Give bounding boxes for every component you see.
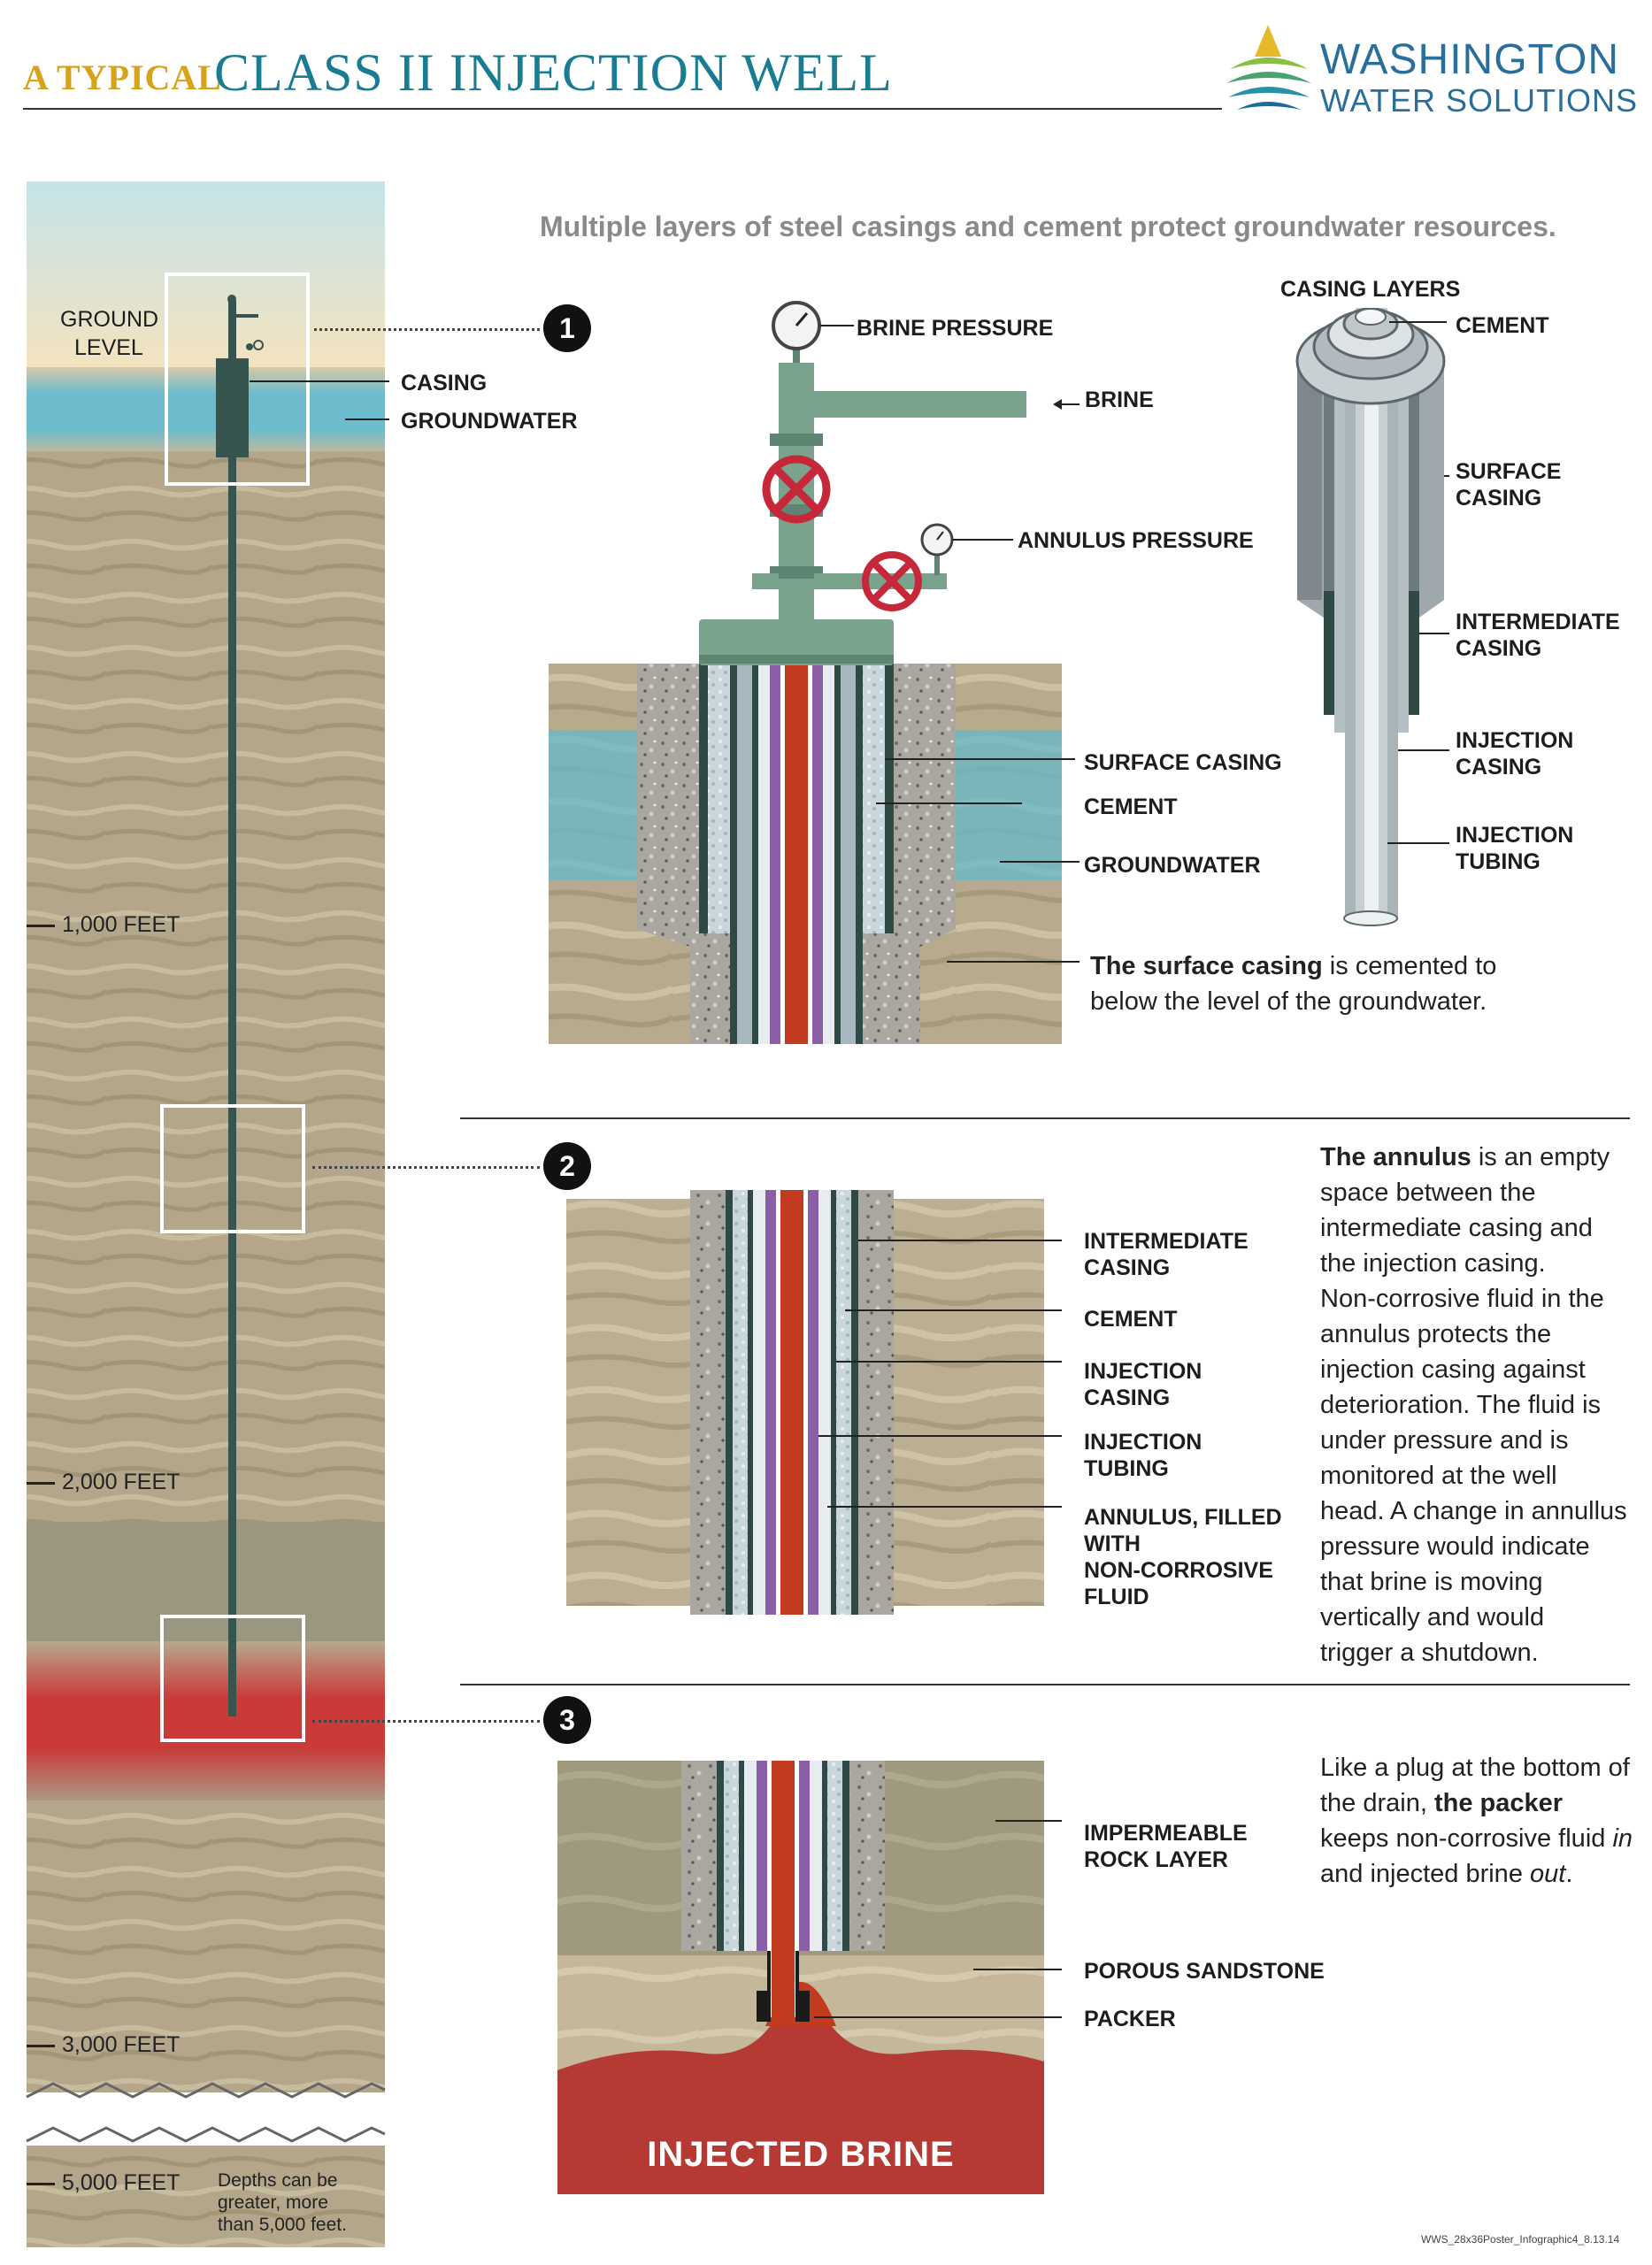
- separator-2: [460, 1684, 1630, 1685]
- layers-cement-label: CEMENT: [1456, 313, 1549, 338]
- cement-label-1: CEMENT: [1084, 795, 1178, 819]
- packer-label: PACKER: [1084, 2007, 1176, 2031]
- section2-diagram: [566, 1190, 1062, 1615]
- surface-casing-note: The surface casing is cemented to below …: [1090, 952, 1497, 1016]
- layers-injection-tubing-label: INJECTION TUBING: [1456, 823, 1574, 874]
- section3-diagram: [557, 1761, 1062, 2194]
- badge-2: 2: [543, 1142, 591, 1190]
- packer-paragraph: Like a plug at the bottom of the drain, …: [1320, 1754, 1633, 1888]
- annulus-valve-icon: [862, 551, 922, 611]
- annulus-pressure-label: ANNULUS PRESSURE: [1018, 528, 1254, 553]
- brine-label: BRINE: [1085, 388, 1154, 412]
- injected-brine-label: INJECTED BRINE: [647, 2135, 955, 2174]
- surface-casing-label: SURFACE CASING: [1084, 750, 1282, 775]
- depth-column: [26, 181, 389, 2247]
- file-name: WWS_28x36Poster_Infographic4_8.13.14: [1421, 2233, 1620, 2246]
- connector-1: [314, 328, 540, 331]
- depth-note: Depths can be greater, more than 5,000 f…: [218, 2170, 347, 2235]
- ground-level-label-1: GROUND: [60, 307, 159, 332]
- badge-1: 1: [543, 304, 591, 352]
- wellhead-diagram: [549, 301, 1080, 1044]
- leader-cement-1: [876, 802, 1022, 804]
- s2-intermediate-label: INTERMEDIATE CASING: [1084, 1229, 1249, 1280]
- leader-groundwater-1: [1000, 861, 1080, 863]
- badge-3: 3: [543, 1696, 591, 1744]
- s2-injection-casing-label: INJECTION CASING: [1084, 1359, 1203, 1410]
- porous-sandstone-label: POROUS SANDSTONE: [1084, 1959, 1325, 1984]
- separator-1: [460, 1117, 1630, 1119]
- logo-wordmark-line2: WATER SOLUTIONS: [1320, 82, 1639, 119]
- casing-label: CASING: [401, 371, 488, 395]
- annulus-paragraph: The annulus is an empty space between th…: [1320, 1143, 1627, 1667]
- layers-injection-casing-label: INJECTION CASING: [1456, 728, 1574, 779]
- s2-annulus-label: ANNULUS, FILLED WITH NON-CORROSIVE FLUID: [1084, 1505, 1282, 1609]
- groundwater-label-1: GROUNDWATER: [1084, 853, 1261, 878]
- logo-icon: [1226, 25, 1311, 110]
- impermeable-label: IMPERMEABLE ROCK LAYER: [1084, 1821, 1248, 1872]
- connector-3: [312, 1720, 540, 1723]
- title-rule: [23, 108, 1222, 110]
- depth-5000: 5,000 FEET: [62, 2170, 181, 2195]
- tagline: Multiple layers of steel casings and cem…: [540, 211, 1556, 242]
- depth-3000: 3,000 FEET: [62, 2032, 181, 2057]
- brine-pressure-label: BRINE PRESSURE: [857, 316, 1054, 341]
- layers-surface-label: SURFACE CASING: [1456, 459, 1562, 511]
- depth-1000: 1,000 FEET: [62, 912, 181, 937]
- groundwater-label: GROUNDWATER: [401, 409, 578, 434]
- connector-2: [312, 1166, 540, 1169]
- layers-intermediate-label: INTERMEDIATE CASING: [1456, 610, 1620, 661]
- ground-level-label-2: LEVEL: [74, 335, 143, 360]
- leader-note-1: [947, 961, 1080, 963]
- main-valve-icon: [762, 455, 831, 524]
- leader-surface-casing: [885, 758, 1075, 760]
- logo-wordmark-line1: WASHINGTON: [1320, 36, 1620, 83]
- page-title: CLASS II INJECTION WELL: [214, 43, 893, 102]
- depth-2000: 2,000 FEET: [62, 1470, 181, 1494]
- title-prefix: A TYPICAL: [23, 58, 222, 97]
- casing-layers-title: CASING LAYERS: [1280, 277, 1461, 302]
- s2-injection-tubing-label: INJECTION TUBING: [1084, 1430, 1203, 1481]
- casing-layers-diagram: [1295, 308, 1449, 926]
- s2-cement-label: CEMENT: [1084, 1307, 1178, 1332]
